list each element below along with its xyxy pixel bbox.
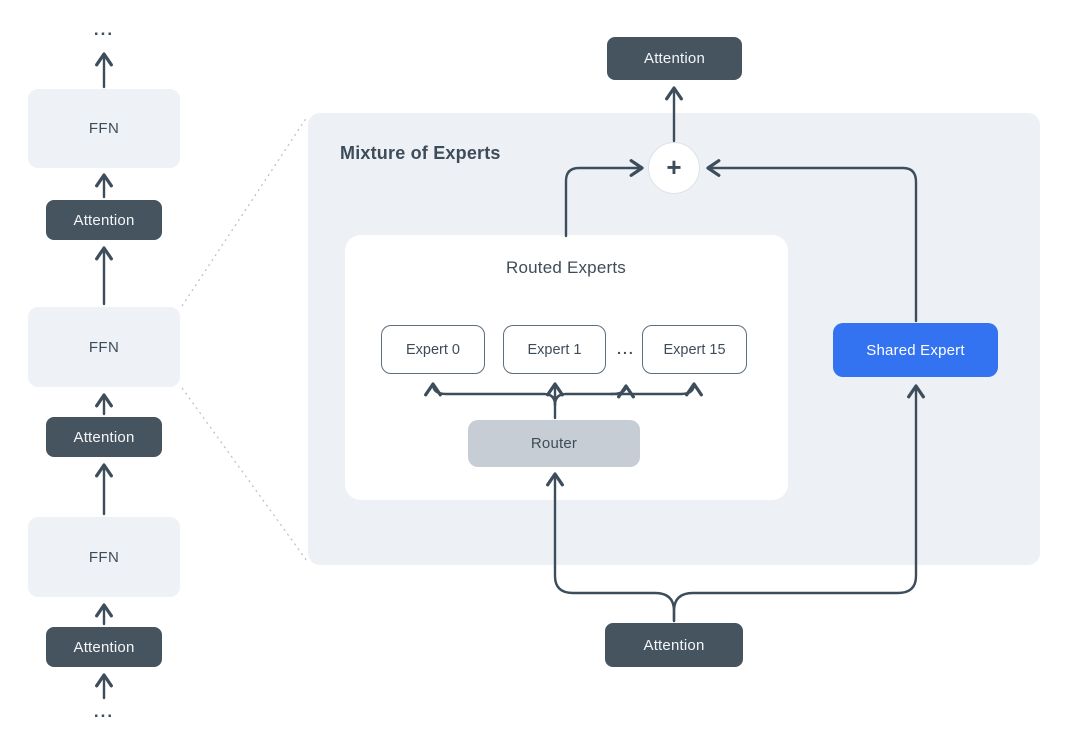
moe-attention-bottom: Attention [605,623,743,667]
moe-panel-title: Mixture of Experts [340,143,501,163]
zoom-guide-dashes [181,116,308,562]
ffn-block-bottom: FFN [28,517,180,597]
stack-bottom-ellipsis: ... [93,702,115,721]
expert-15-box: Expert 15 [642,325,747,374]
routed-experts-title: Routed Experts [506,258,626,277]
sum-node: + [648,142,700,194]
attention-block-middle: Attention [46,417,162,457]
attention-block-top: Attention [46,200,162,240]
router-box: Router [468,420,640,467]
expert-0-box: Expert 0 [381,325,485,374]
ffn-block-middle: FFN [28,307,180,387]
stack-top-ellipsis: ... [93,20,115,39]
shared-expert-box: Shared Expert [833,323,998,377]
experts-ellipsis: ... [617,341,635,357]
ffn-block-top: FFN [28,89,180,168]
attention-block-bottom: Attention [46,627,162,667]
moe-attention-top: Attention [607,37,742,80]
expert-1-box: Expert 1 [503,325,606,374]
